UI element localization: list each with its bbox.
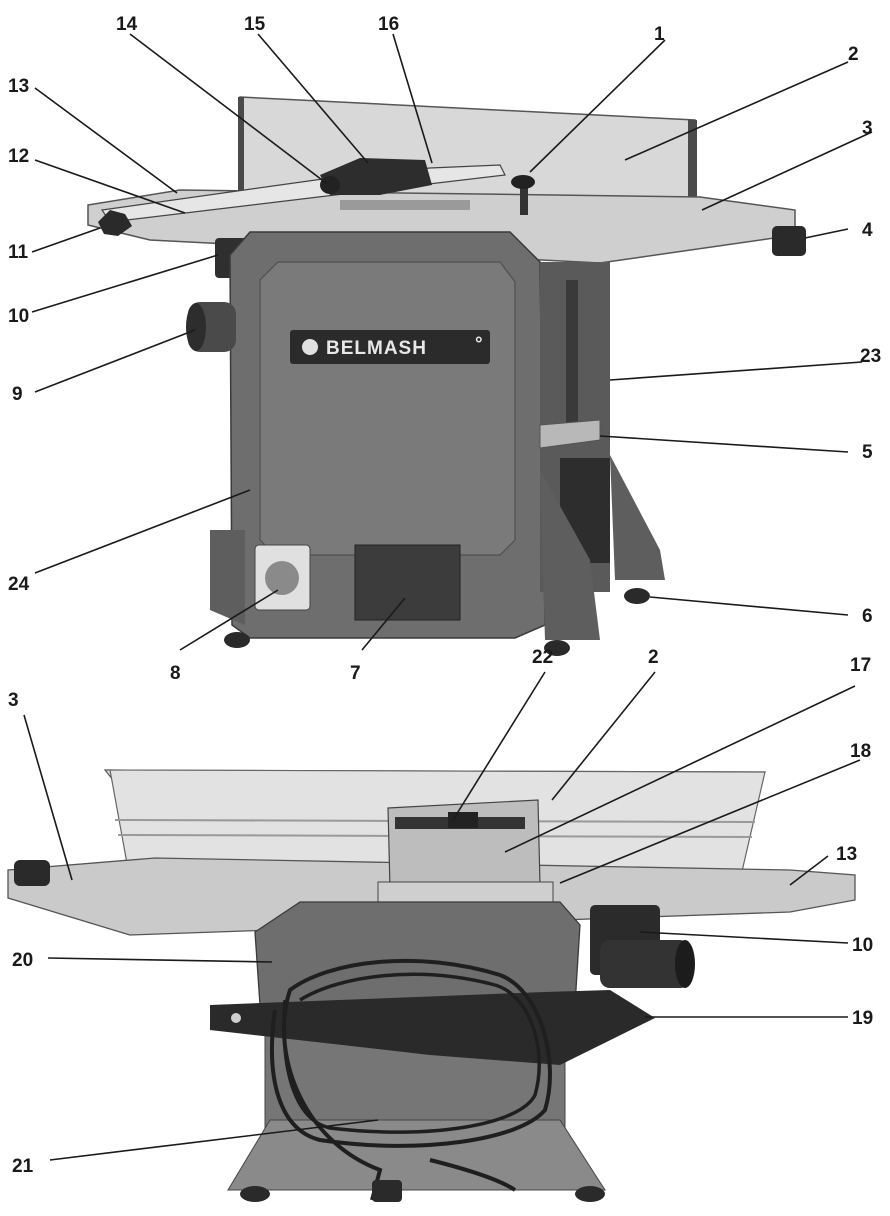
rear-base bbox=[227, 1119, 606, 1191]
star-knob-left bbox=[98, 210, 132, 236]
rear-dust-port bbox=[600, 940, 690, 988]
front-view-leaders bbox=[31, 33, 873, 651]
callout-6: 6 bbox=[862, 606, 873, 627]
housing-panel bbox=[259, 261, 516, 556]
callout-rear-3: 3 bbox=[8, 690, 19, 711]
callout-11: 11 bbox=[8, 242, 29, 263]
rear-view-callouts: 22 2 17 18 13 10 19 20 21 3 bbox=[8, 647, 873, 1177]
cutter-slot bbox=[340, 200, 470, 210]
push-block-hole bbox=[231, 1013, 241, 1023]
left-leg bbox=[210, 530, 245, 625]
callout-12: 12 bbox=[8, 146, 29, 167]
fence-lock-knob bbox=[511, 175, 535, 189]
callout-1: 1 bbox=[654, 24, 665, 45]
power-cable-loop-2 bbox=[282, 972, 541, 1134]
lead-screw bbox=[566, 280, 578, 430]
callout-16: 16 bbox=[378, 14, 399, 35]
callout-15: 15 bbox=[244, 14, 266, 35]
stop-button bbox=[265, 561, 299, 595]
power-plug-icon bbox=[372, 1180, 402, 1202]
foot-rear-right bbox=[624, 588, 650, 604]
callout-rear-17: 17 bbox=[850, 655, 871, 676]
table-lock-knob-right bbox=[772, 226, 806, 256]
callout-3: 3 bbox=[862, 118, 873, 139]
callout-rear-10: 10 bbox=[852, 935, 873, 956]
callout-10: 10 bbox=[8, 306, 29, 327]
brand-name: BELMASH bbox=[326, 338, 427, 359]
callout-24: 24 bbox=[8, 574, 30, 595]
fence-left-edge bbox=[238, 97, 244, 205]
guard-clamp-22 bbox=[448, 812, 478, 828]
rear-foot-right bbox=[575, 1186, 605, 1202]
rear-view-illustration bbox=[7, 769, 856, 1202]
callout-23: 23 bbox=[860, 346, 881, 367]
callout-2: 2 bbox=[848, 44, 859, 65]
foot-front-right bbox=[544, 640, 570, 656]
callout-rear-18: 18 bbox=[850, 741, 871, 762]
compartment-door bbox=[354, 544, 461, 621]
right-leg-rear bbox=[610, 455, 665, 580]
guard-housing bbox=[320, 158, 432, 195]
bracket-lower bbox=[377, 881, 554, 905]
push-block bbox=[210, 990, 655, 1065]
callout-13: 13 bbox=[8, 76, 29, 97]
right-leg-front bbox=[540, 470, 600, 640]
callout-rear-19: 19 bbox=[852, 1008, 873, 1029]
rear-view-leaders bbox=[23, 671, 861, 1161]
rear-table-knob bbox=[14, 860, 50, 886]
brand-mark: ° bbox=[475, 334, 484, 355]
callout-9: 9 bbox=[12, 384, 23, 405]
fence-lock-post bbox=[520, 180, 528, 215]
brand-logo-icon bbox=[302, 339, 318, 355]
callout-rear-20: 20 bbox=[12, 950, 33, 971]
callout-rear-21: 21 bbox=[12, 1156, 34, 1177]
thickness-table bbox=[539, 419, 601, 449]
guard-pivot bbox=[320, 176, 340, 194]
callout-14: 14 bbox=[116, 14, 138, 35]
callout-rear-2: 2 bbox=[648, 647, 659, 668]
callout-7: 7 bbox=[350, 663, 361, 684]
rear-foot-left bbox=[240, 1186, 270, 1202]
rear-dust-port-opening bbox=[675, 940, 695, 988]
callout-4: 4 bbox=[862, 220, 873, 241]
foot-left bbox=[224, 632, 250, 648]
fence-end-cap bbox=[688, 120, 697, 202]
power-cable-tail bbox=[429, 1158, 517, 1192]
dust-port-opening bbox=[186, 303, 206, 351]
callout-rear-22: 22 bbox=[532, 647, 553, 668]
front-view-illustration: BELMASH ° bbox=[87, 96, 806, 656]
brand-plate bbox=[290, 330, 490, 364]
callout-5: 5 bbox=[862, 442, 873, 463]
front-view-callouts: 1 2 3 4 5 6 7 8 9 10 11 12 13 14 15 16 2… bbox=[8, 14, 881, 684]
callout-rear-13: 13 bbox=[836, 844, 857, 865]
callout-8: 8 bbox=[170, 663, 181, 684]
